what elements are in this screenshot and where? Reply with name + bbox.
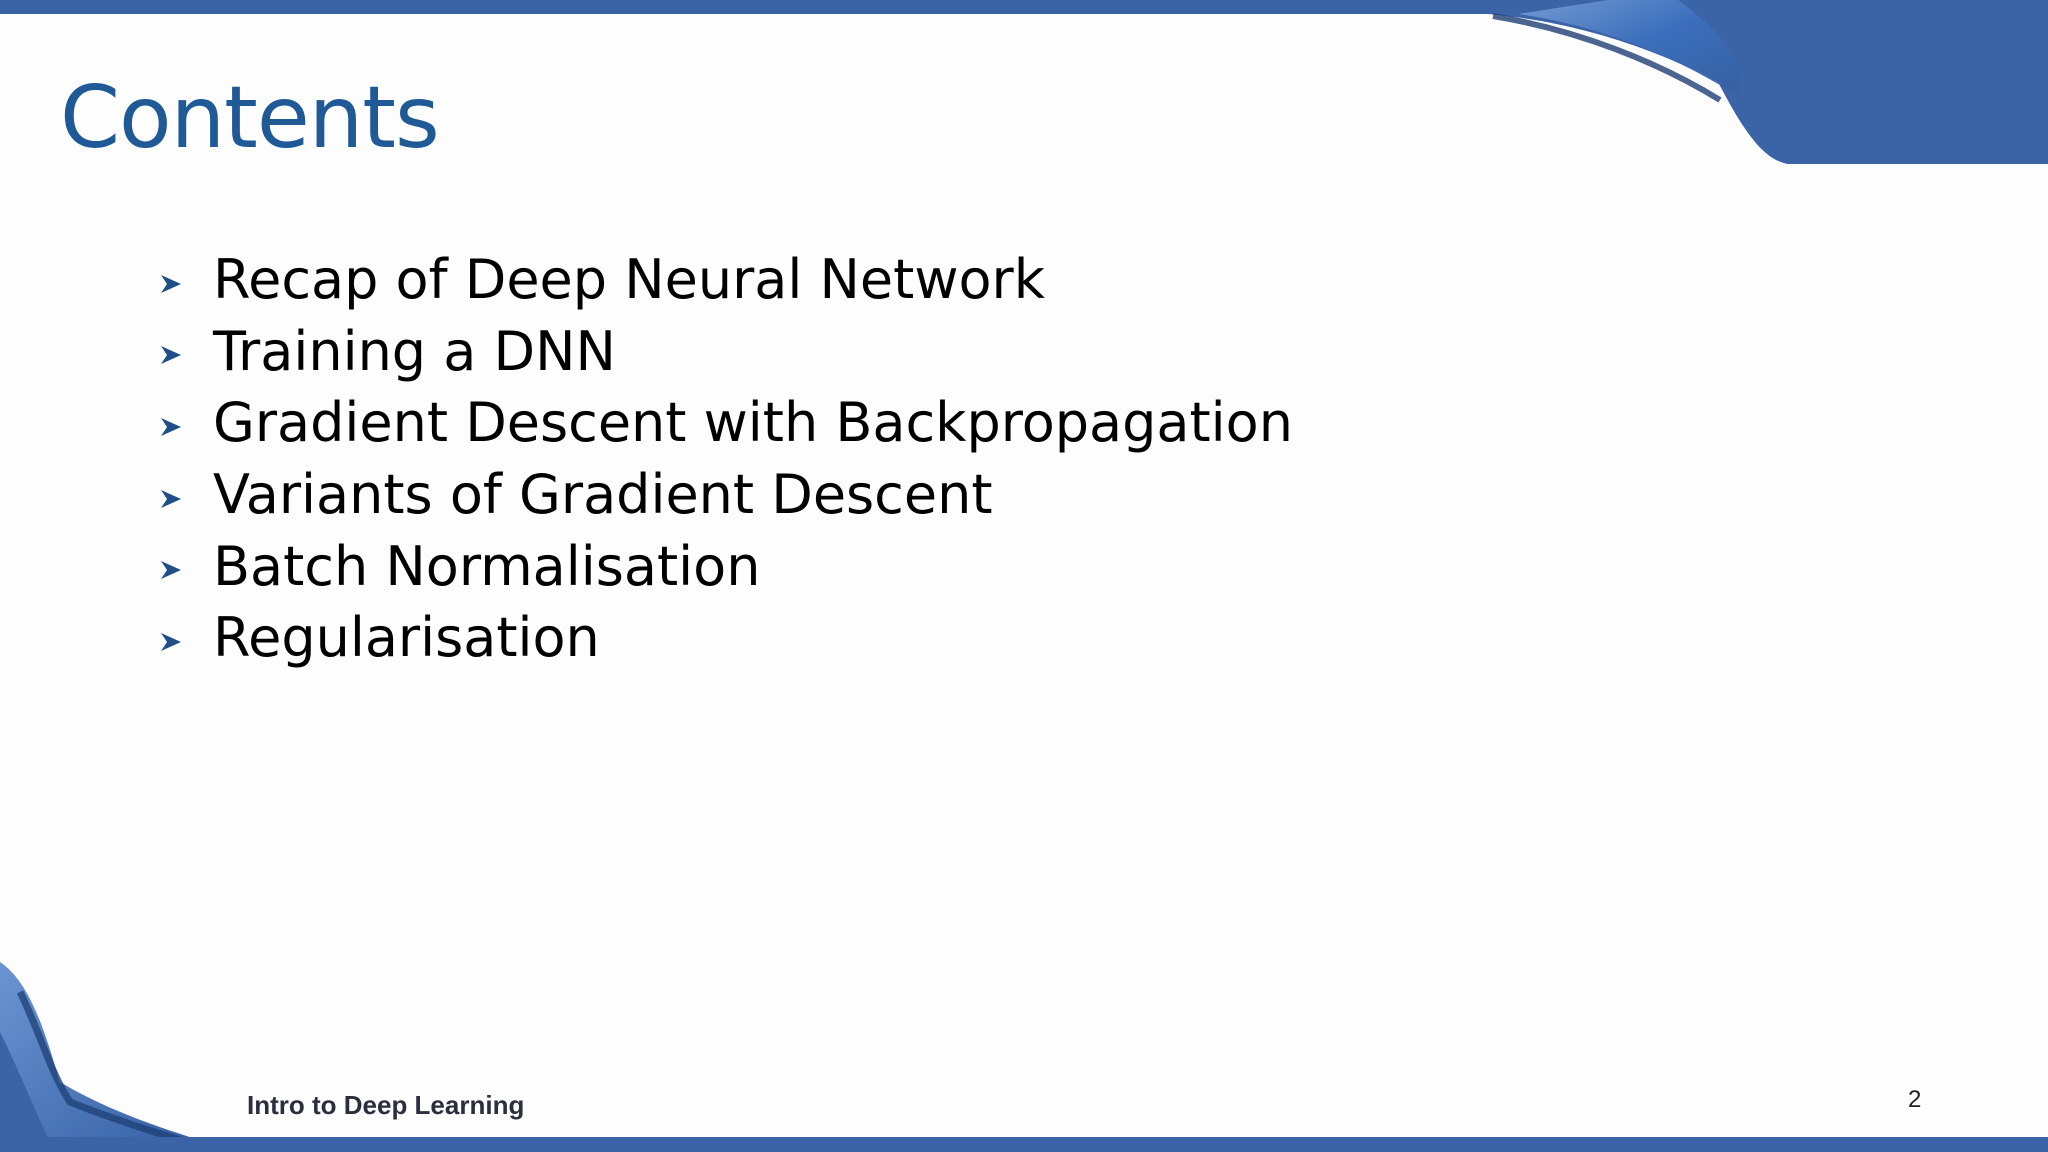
contents-list: Recap of Deep Neural Network Training a … <box>155 244 1293 674</box>
list-item-text: Regularisation <box>213 606 600 670</box>
list-item-text: Variants of Gradient Descent <box>213 463 993 527</box>
list-item: Regularisation <box>155 602 1293 674</box>
list-item: Recap of Deep Neural Network <box>155 244 1293 316</box>
bottom-left-swoosh-decoration <box>0 962 240 1152</box>
list-item: Gradient Descent with Backpropagation <box>155 387 1293 459</box>
bottom-banner-bar <box>0 1137 2048 1152</box>
list-item: Training a DNN <box>155 316 1293 388</box>
arrowhead-bullet-icon <box>155 336 213 366</box>
arrowhead-bullet-icon <box>155 623 213 653</box>
list-item-text: Batch Normalisation <box>213 534 761 598</box>
page-number: 2 <box>1908 1086 1922 1113</box>
list-item: Batch Normalisation <box>155 530 1293 602</box>
list-item-text: Training a DNN <box>213 319 616 383</box>
slide-title: Contents <box>60 68 440 168</box>
arrowhead-bullet-icon <box>155 408 213 438</box>
list-item-text: Gradient Descent with Backpropagation <box>213 391 1293 455</box>
arrowhead-bullet-icon <box>155 551 213 581</box>
arrowhead-bullet-icon <box>155 265 213 295</box>
list-item-text: Recap of Deep Neural Network <box>213 248 1045 312</box>
list-item: Variants of Gradient Descent <box>155 459 1293 531</box>
top-right-swoosh-decoration <box>1488 0 2048 164</box>
arrowhead-bullet-icon <box>155 480 213 510</box>
footer-course-title: Intro to Deep Learning <box>247 1090 525 1120</box>
